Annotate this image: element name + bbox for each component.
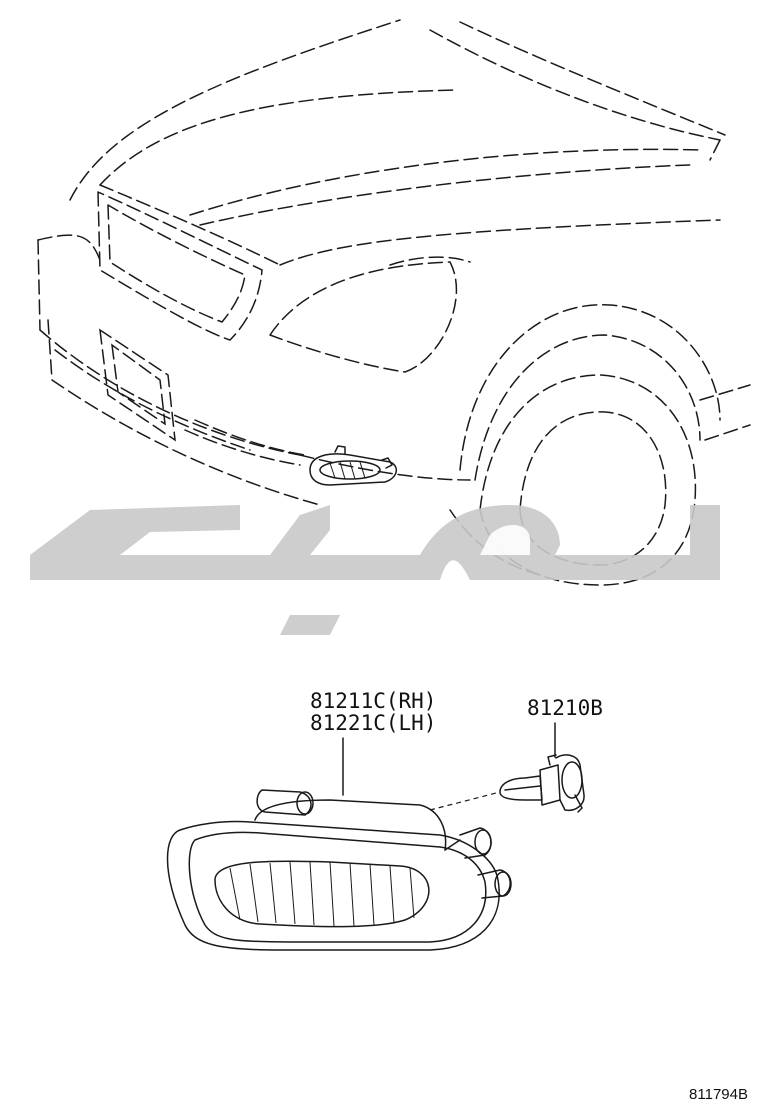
car-outline [37,19,751,586]
figure-number: 811794B [689,1086,748,1103]
callout-fog-lamp-rh: 81211C(RH) [310,689,436,713]
bulb-illustration [499,754,585,813]
lens-hatching [229,861,415,927]
fog-lamp-illustration [166,789,512,951]
callout-bulb: 81210B [527,696,603,720]
callout-fog-lamp-lh: 81221C(LH) [310,711,436,735]
watermark [30,505,720,635]
assembly-path [429,791,501,811]
